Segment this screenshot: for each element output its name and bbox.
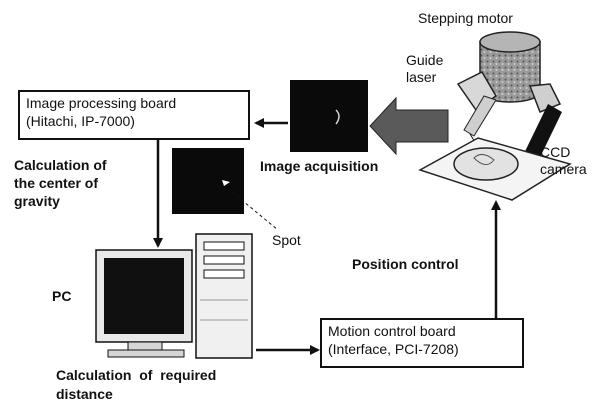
motion-control-board-text: Motion control board (Interface, PCI-720… (328, 323, 459, 357)
ccd-camera-label: CCD camera (540, 144, 587, 178)
stepping-motor-label: Stepping motor (418, 10, 513, 26)
calc-distance-label: Calculation of required distance (56, 366, 216, 404)
position-control-label: Position control (352, 256, 459, 272)
pc-monitor (96, 250, 192, 357)
target-sample (454, 148, 518, 180)
image-processing-board-text: Image processing board (Hitachi, IP-7000… (26, 95, 176, 129)
guide-laser-arm (464, 96, 496, 136)
pc-label: PC (52, 288, 71, 304)
calc-center-label: Calculation of the center of gravity (14, 156, 107, 210)
acquisition-arrow (370, 98, 448, 154)
spot-image (172, 148, 244, 214)
pc-tower (196, 234, 252, 358)
acquired-image (290, 80, 368, 152)
camera-arm (530, 84, 560, 112)
guide-laser-label: Guide laser (406, 52, 443, 86)
image-acquisition-label: Image acquisition (260, 158, 378, 174)
spot-label: Spot (272, 232, 301, 248)
image-processing-board-box: Image processing board (Hitachi, IP-7000… (18, 90, 250, 140)
motion-control-board-box: Motion control board (Interface, PCI-720… (320, 318, 524, 368)
